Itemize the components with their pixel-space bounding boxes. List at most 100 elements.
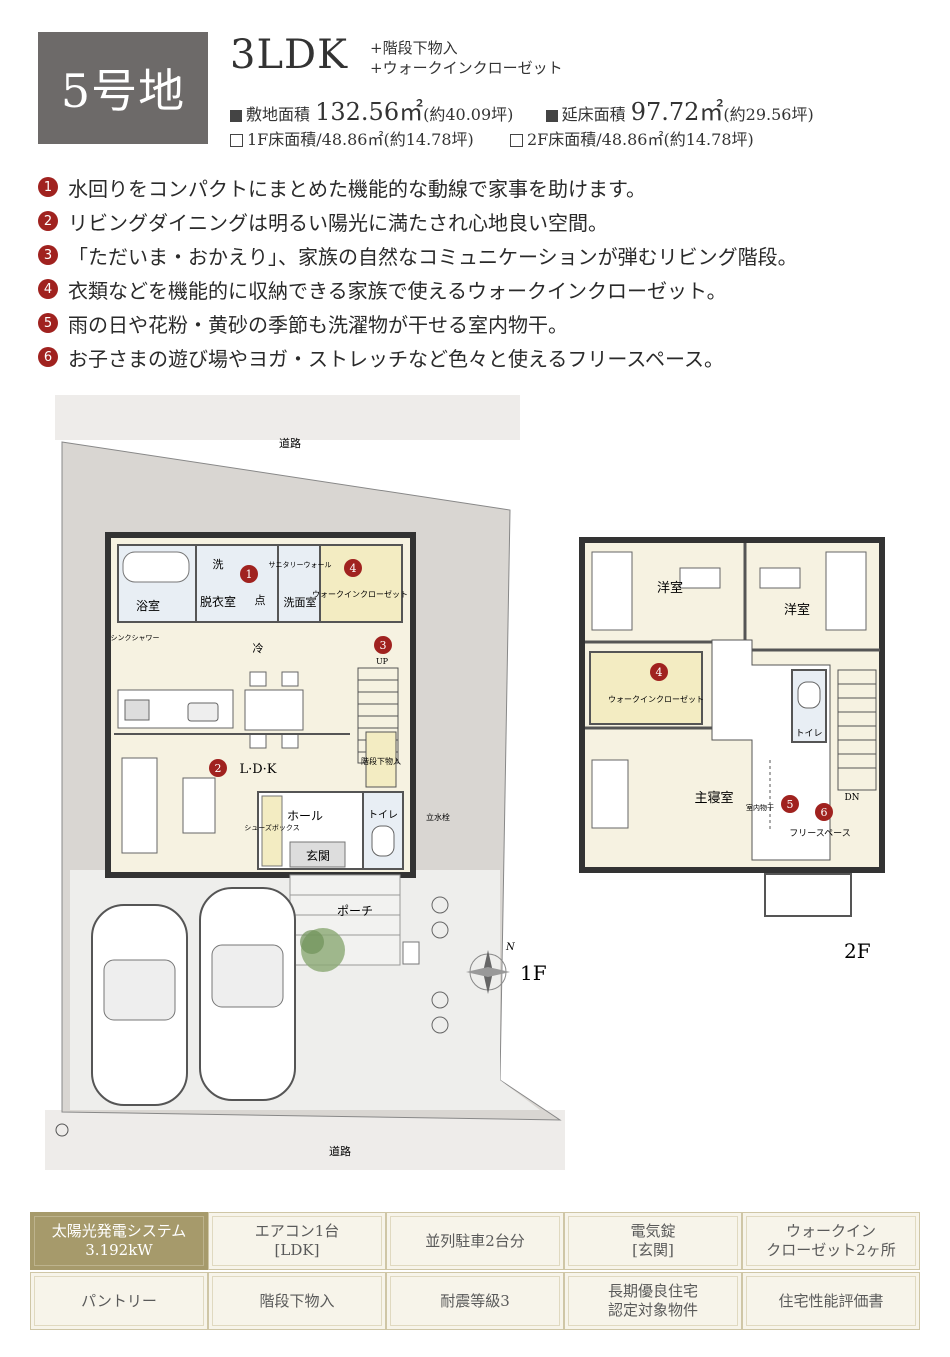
amenity-tile: 階段下物入 [208,1272,386,1330]
badge-3-text: 3 [380,639,387,652]
dressing-label: 脱衣室 [200,594,236,609]
amenity-tile: ウォークインクローゼット2ヶ所 [742,1212,920,1270]
car-1-icon [91,904,188,1106]
faucet-label: 立水栓 [426,812,450,822]
free-space-label: フリースペース [789,829,850,839]
tile-line-1: 階段下物入 [259,1291,335,1310]
badge-1 [240,565,258,583]
dressing-room [195,544,279,623]
tile-line-1: ウォークイン [785,1222,876,1240]
tile-line-2: [LDK] [274,1241,320,1259]
shoe-box [261,795,283,867]
stairs-2f [837,669,877,791]
feature-number: 1 [38,177,58,197]
tile-line-1: パントリー [81,1291,157,1310]
filled-square-icon [545,109,558,122]
shoebox-label: シューズボックス [244,823,299,832]
tile-line-1: 電気錠 [630,1222,676,1240]
tile-line-2: クローゼット2ヶ所 [766,1241,896,1259]
washroom-label: 洗面室 [284,595,317,609]
under-stair-storage [365,731,397,788]
hall-label: ホール [287,809,323,823]
floor-area-label: 延床面積 [561,105,626,124]
tile-line-2: [玄関] [632,1241,674,1259]
toilet-icon [797,681,821,709]
drying-label: 室内物干 [746,803,774,812]
feature-number: 3 [38,245,58,265]
feature-text: リビングダイニングは明るい陽光に満たされ心地良い空間。 [68,210,608,235]
wash-label: 洗 [213,558,224,571]
lot-number: 5号地 [60,64,186,118]
badge-5-text: 5 [787,798,794,811]
badge-6-text: 6 [821,806,828,819]
badge-2-text: 2 [215,762,222,775]
road-top-label: 道路 [279,436,301,450]
feature-item: 3「ただいま・おかえり」、家族の自然なコミュニケーションが弾むリビング階段。 [38,238,798,272]
tile-line-1: 太陽光発電システム [51,1222,187,1240]
badge-5 [781,795,799,813]
amenity-tile: 長期優良住宅認定対象物件 [564,1272,742,1330]
plan-1f: 道路 道路 浴室 洗 脱衣室 サニタリーウォール 洗面室 ウォークインクローゼッ… [45,395,565,1170]
wic-2f-label: ウォークインクローゼット [608,694,704,704]
toilet-2f-label: トイレ [795,729,822,739]
floor-1f-label: 1F [520,961,547,985]
western1-label: 洋室 [657,580,683,596]
chair-icon [281,733,299,749]
floor-2f-label: 2F [844,939,871,963]
floor-plans: 道路 道路 浴室 洗 脱衣室 サニタリーウォール 洗面室 ウォークインクローゼッ… [45,395,885,1170]
badge-3 [374,636,392,654]
badge-4-2f-text: 4 [656,666,663,679]
filled-square-icon [230,109,242,122]
entrance-label: 玄関 [306,848,330,863]
marker-icon [55,1123,69,1137]
floor-area-tsubo: (約29.56坪) [723,105,814,124]
tile-line-1: 耐震等級3 [440,1291,510,1310]
wic-2f [589,651,703,725]
badge-4-1f-text: 4 [350,562,357,575]
bed-icon [591,759,629,829]
lot-badge: 5号地 [38,32,208,144]
empty-square-icon [509,134,523,147]
desk-icon [679,567,721,589]
badge-4-1f [344,559,362,577]
amenity-tile: パントリー [30,1272,208,1330]
badge-4-2f [650,663,668,681]
bicycle-icon [431,896,449,1034]
layout-title: 3LDK [230,32,348,78]
feature-text: 雨の日や花粉・黄砂の季節も洗濯物が干せる室内物干。 [68,312,568,337]
site-area-value: 132.56㎡ [315,98,424,126]
chair-icon [281,671,299,687]
extras: +階段下物入 +ウォークインクローゼット [370,38,563,78]
empty-square-icon [230,134,243,147]
porch-label: ポーチ [337,904,373,918]
feature-number: 6 [38,347,58,367]
area-line-total: 敷地面積 132.56㎡(約40.09坪) 延床面積 97.72㎡(約29.56… [230,92,814,127]
bathtub-icon [122,551,190,583]
western2-label: 洋室 [784,602,810,618]
mailbox-icon [402,941,420,965]
amenity-tile: 並列駐車2台分 [386,1212,564,1270]
tile-line-1: エアコン1台 [254,1222,340,1240]
site-area-tsubo: (約40.09坪) [423,105,514,124]
living-table [182,777,216,834]
feature-number: 4 [38,279,58,299]
sink-icon [187,702,219,722]
tile-line-2: 3.192kW [85,1241,153,1259]
shower-label: シンクシャワー [111,634,160,642]
road-bottom [45,1110,565,1170]
badge-2 [209,759,227,777]
entrance-floor [289,841,346,868]
stove-icon [124,699,150,721]
badge-6 [815,803,833,821]
f2-area: 2F床面積/48.86㎡(約14.78坪) [526,130,754,149]
feature-number: 5 [38,313,58,333]
amenity-tile: 耐震等級3 [386,1272,564,1330]
amenity-tile: エアコン1台[LDK] [208,1212,386,1270]
dn-label: DN [844,793,859,803]
